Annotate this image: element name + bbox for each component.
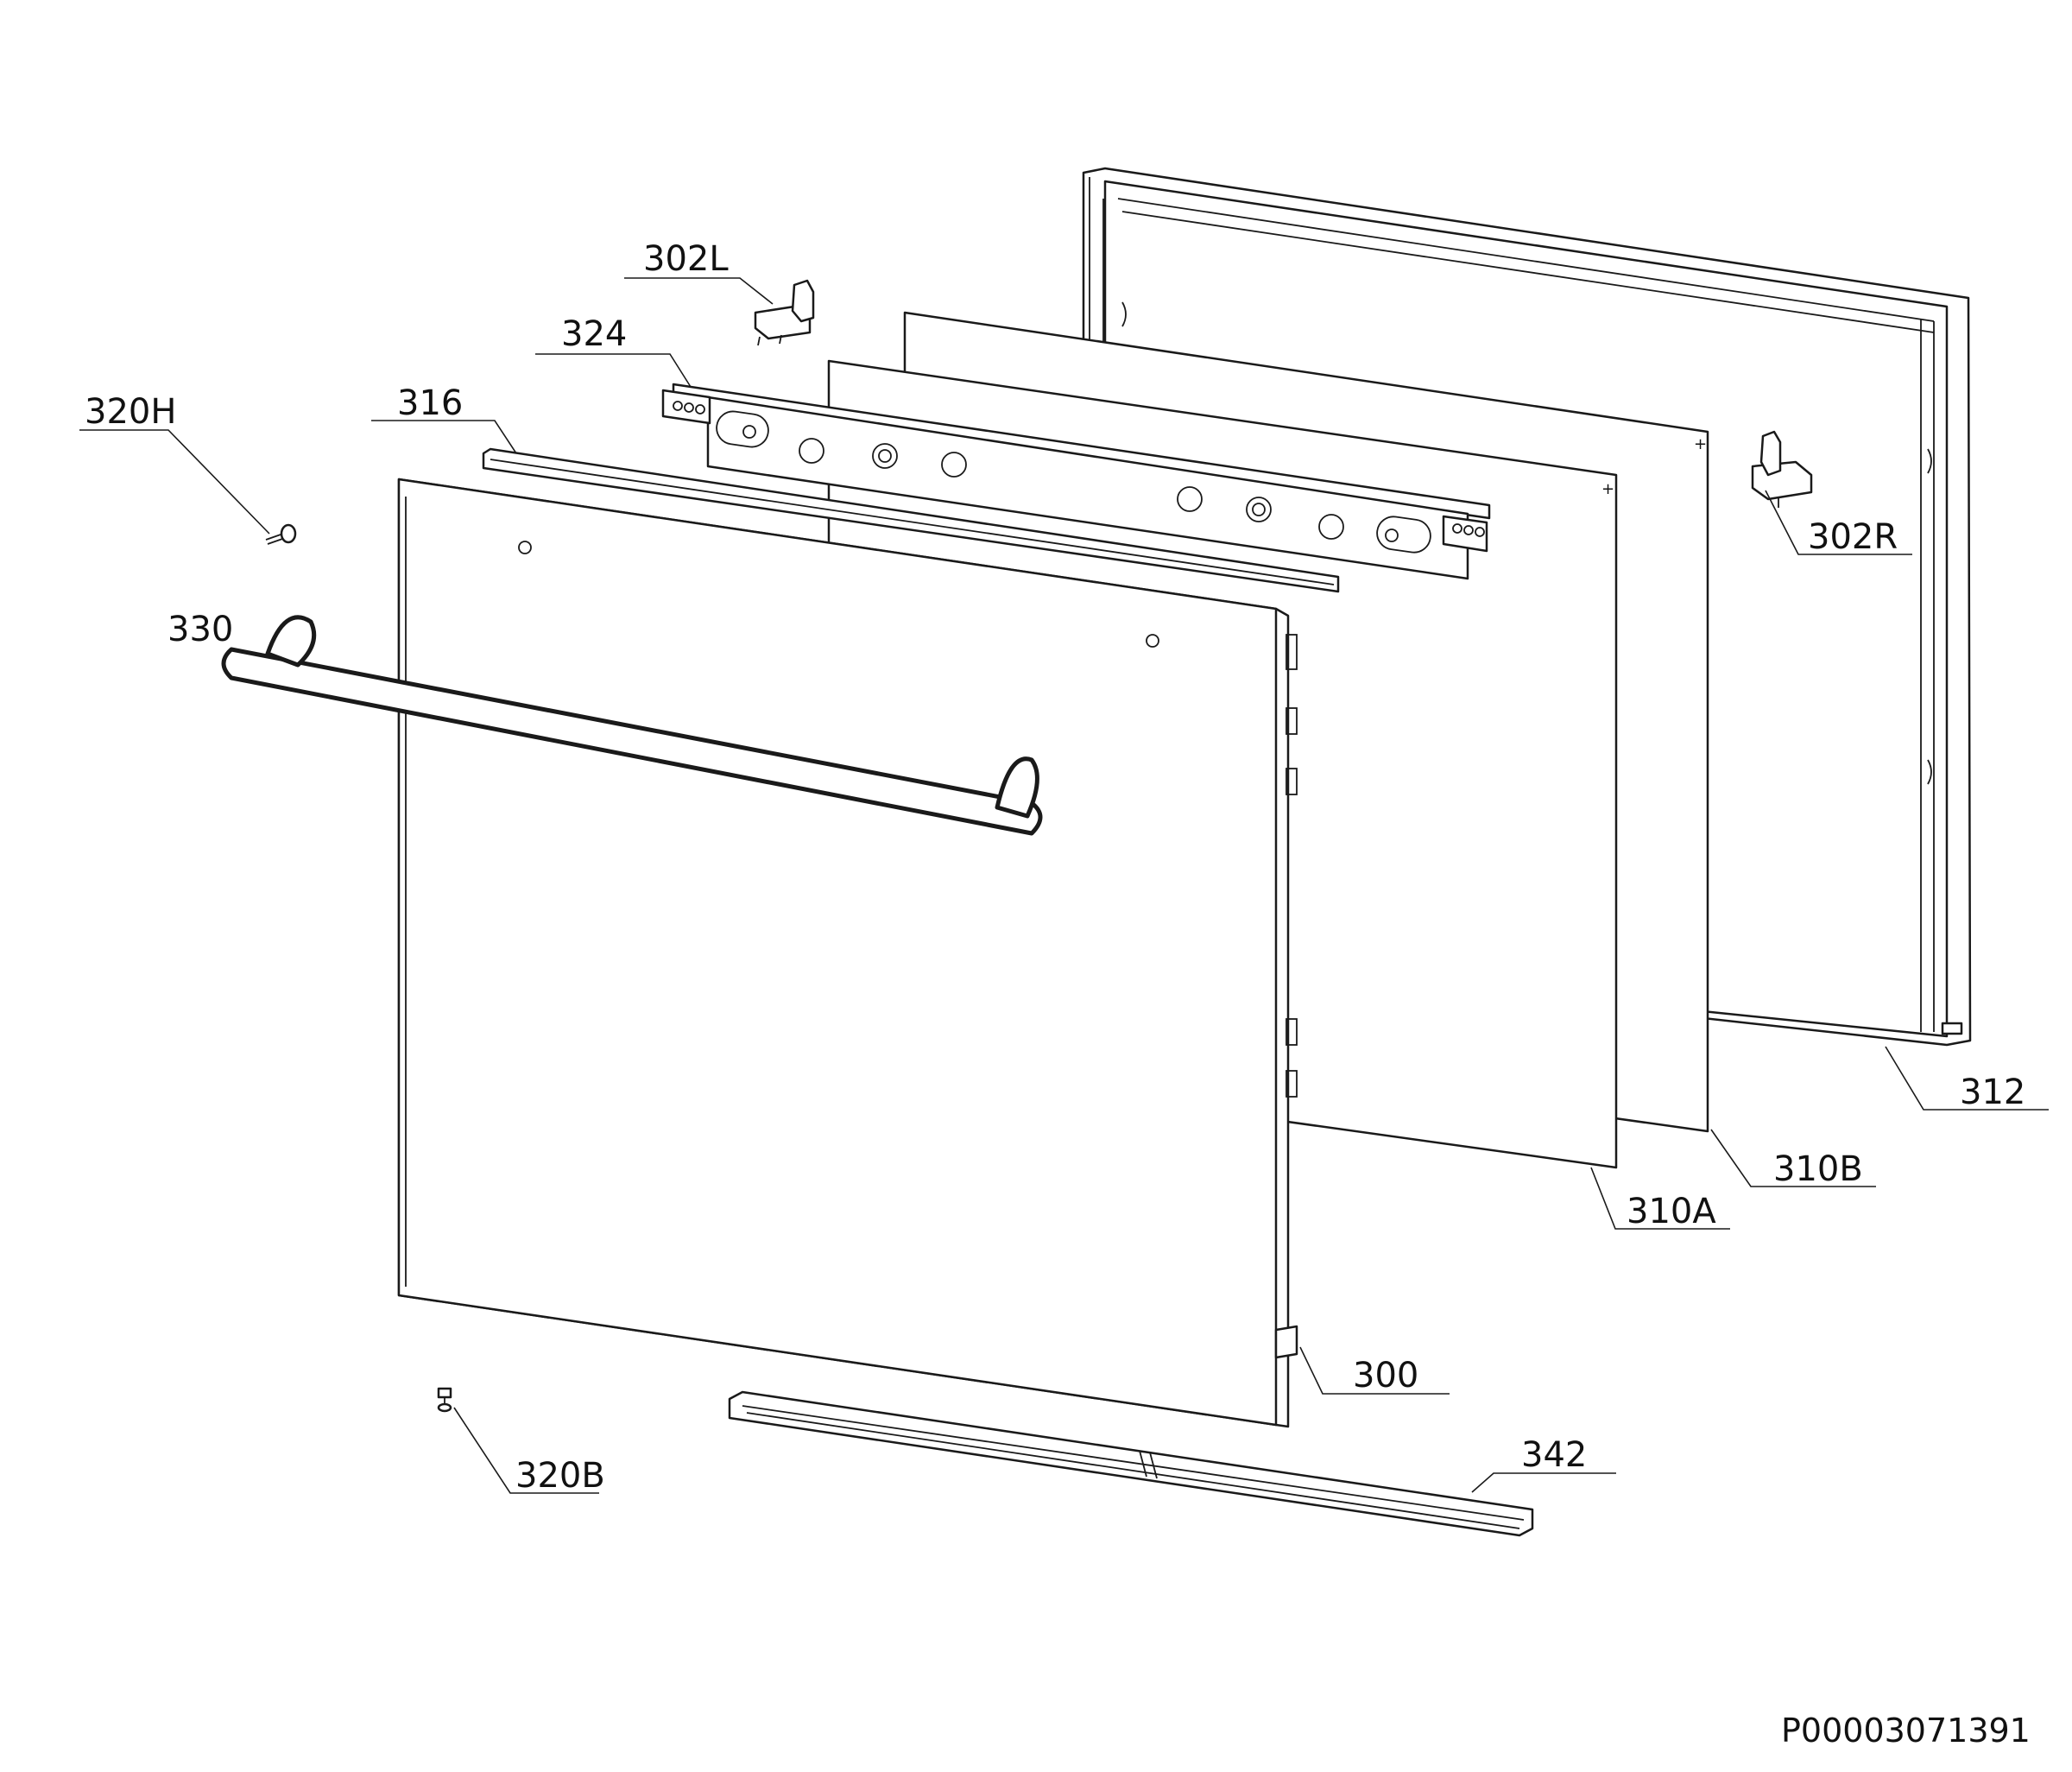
part-324-hinge-bar: [661, 383, 1491, 580]
label-310B: 310B: [1773, 1149, 1863, 1189]
label-330: 330: [167, 610, 233, 649]
part-320B-screw: [437, 1387, 452, 1413]
label-316: 316: [397, 383, 463, 423]
svg-text:+: +: [1601, 480, 1614, 498]
label-310A: 310A: [1627, 1192, 1716, 1231]
part-302L-hinge-left: [754, 279, 815, 346]
part-300-front-door-panel: [397, 478, 1298, 1428]
part-330-handle-bar: [221, 615, 1043, 836]
callout-labels: 302L 324 316 320H 330 302R 312 310B 310A…: [85, 239, 2025, 1496]
label-312: 312: [1960, 1073, 2025, 1112]
leader-lines: [79, 277, 2049, 1494]
label-302L: 302L: [643, 239, 729, 279]
label-320B: 320B: [515, 1456, 605, 1496]
part-342-bottom-trim: [728, 1390, 1534, 1537]
part-316-top-trim: [482, 447, 1340, 593]
part-302R-hinge-right: [1751, 430, 1813, 508]
label-324: 324: [561, 314, 627, 354]
label-302R: 302R: [1808, 517, 1898, 557]
label-300: 300: [1353, 1356, 1418, 1395]
part-320H-screw: [265, 523, 297, 545]
label-320H: 320H: [85, 392, 176, 432]
label-342: 342: [1521, 1435, 1587, 1475]
svg-text:+: +: [1694, 435, 1707, 453]
document-id: P00003071391: [1781, 1712, 2031, 1750]
